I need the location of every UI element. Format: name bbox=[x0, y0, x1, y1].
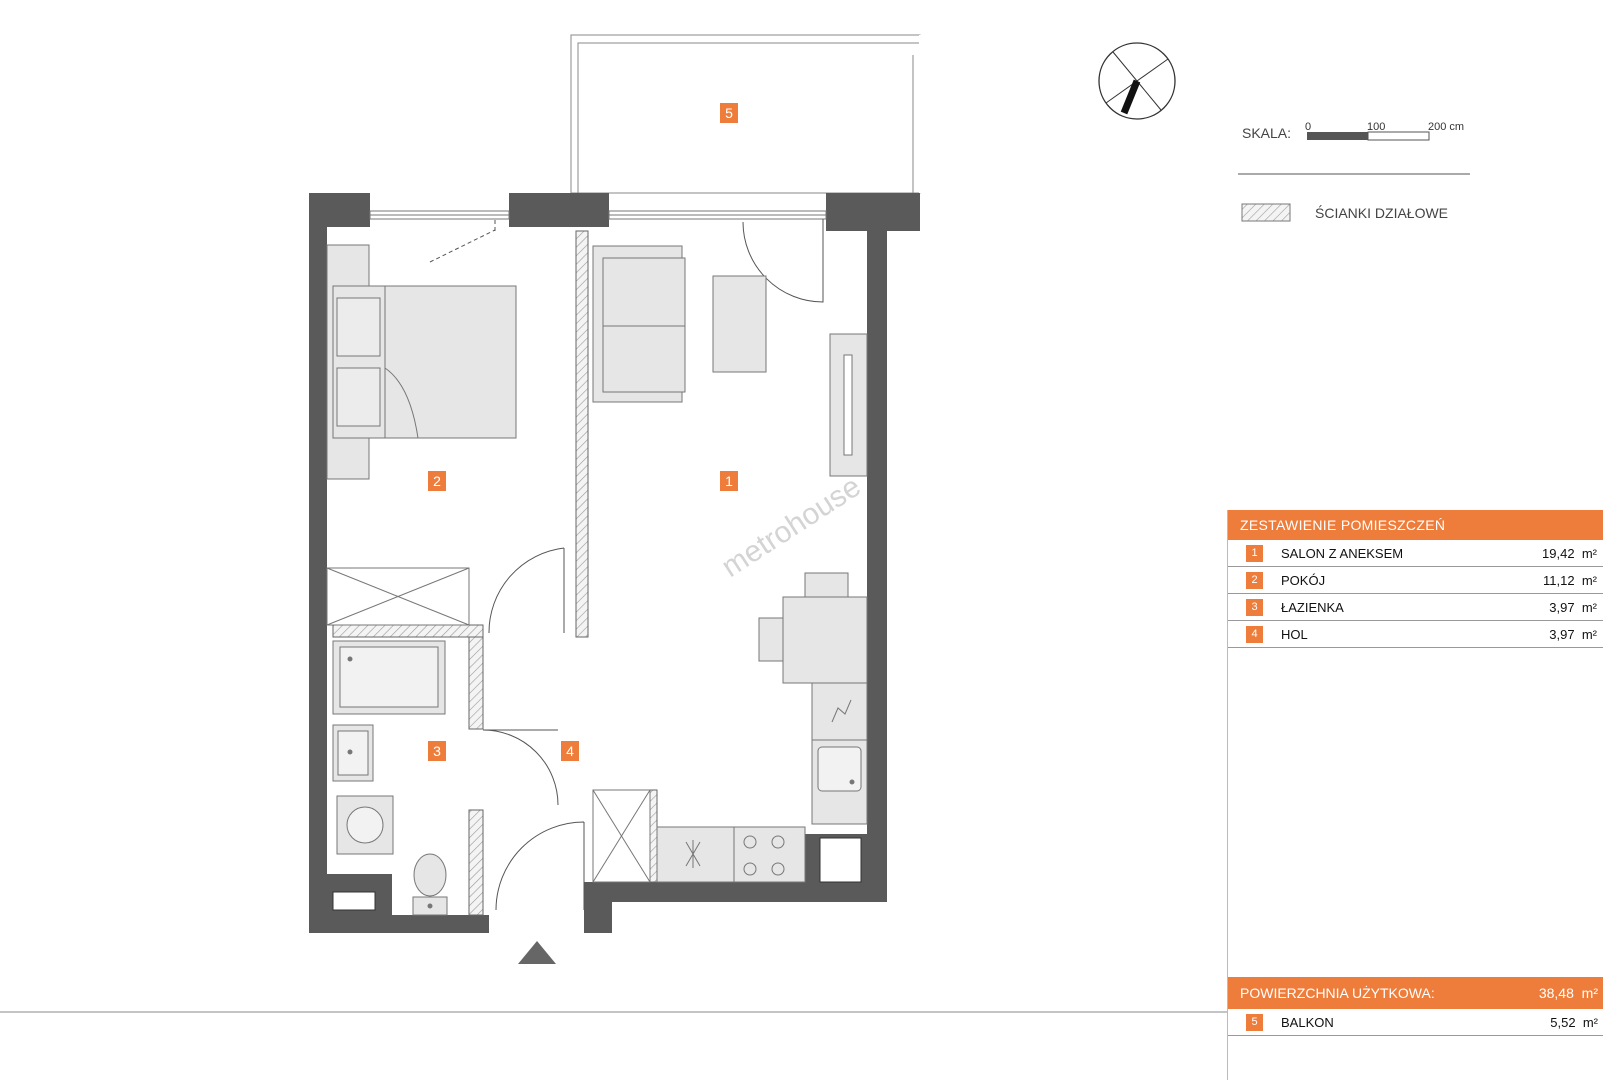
balcony bbox=[570, 34, 921, 194]
room-area: 3,97 m² bbox=[1549, 599, 1597, 615]
room-label-1: 1 bbox=[720, 471, 738, 491]
compass-icon bbox=[1098, 42, 1176, 120]
tv-unit bbox=[829, 333, 868, 477]
room-number-badge: 1 bbox=[1246, 544, 1263, 562]
svg-text:3: 3 bbox=[433, 743, 441, 759]
svg-text:4: 4 bbox=[566, 743, 574, 759]
rooms-summary-title: ZESTAWIENIE POMIESZCZEŃ bbox=[1228, 510, 1603, 540]
scale-bar: SKALA: 0 100 200 cm bbox=[1238, 121, 1470, 175]
svg-text:SKALA:: SKALA: bbox=[1242, 125, 1291, 141]
windows bbox=[369, 210, 827, 220]
watermark: metrohouse bbox=[716, 470, 867, 584]
wardrobe bbox=[326, 567, 470, 626]
svg-text:2: 2 bbox=[433, 473, 441, 489]
kitchen bbox=[592, 682, 868, 883]
room-number-badge: 5 bbox=[1246, 1013, 1263, 1031]
doors bbox=[429, 219, 824, 911]
sofa bbox=[592, 245, 686, 403]
dining-table bbox=[758, 572, 868, 684]
room-area: 5,52 m² bbox=[1550, 1014, 1598, 1030]
bed bbox=[326, 244, 517, 480]
coffee-table bbox=[712, 275, 767, 373]
room-label-5: 5 bbox=[720, 103, 738, 123]
usable-area-value: 38,48 m² bbox=[1538, 985, 1598, 1001]
svg-text:5: 5 bbox=[725, 105, 733, 121]
rooms-summary-panel: ZESTAWIENIE POMIESZCZEŃ 1 SALON Z ANEKSE… bbox=[1227, 510, 1603, 1080]
room-name: SALON Z ANEKSEM bbox=[1281, 545, 1404, 561]
room-name: BALKON bbox=[1281, 1014, 1334, 1030]
room-row: 2 POKÓJ 11,12 m² bbox=[1228, 567, 1603, 594]
svg-text:100: 100 bbox=[1367, 121, 1385, 133]
usable-area-label: POWIERZCHNIA UŻYTKOWA: bbox=[1240, 985, 1435, 1001]
room-row: 4 HOL 3,97 m² bbox=[1228, 621, 1603, 648]
room-label-4: 4 bbox=[561, 741, 579, 761]
entrance-arrow-icon bbox=[518, 941, 556, 964]
svg-text:ŚCIANKI DZIAŁOWE: ŚCIANKI DZIAŁOWE bbox=[1315, 204, 1448, 221]
svg-text:1: 1 bbox=[725, 473, 733, 489]
room-row: 3 ŁAZIENKA 3,97 m² bbox=[1228, 594, 1603, 621]
room-name: ŁAZIENKA bbox=[1281, 599, 1344, 615]
svg-text:200 cm: 200 cm bbox=[1428, 121, 1464, 133]
usable-area-total: POWIERZCHNIA UŻYTKOWA: 38,48 m² bbox=[1228, 977, 1603, 1009]
room-name: HOL bbox=[1281, 626, 1308, 642]
room-area: 3,97 m² bbox=[1549, 626, 1597, 642]
room-number-badge: 3 bbox=[1246, 598, 1263, 616]
legend-partition: ŚCIANKI DZIAŁOWE bbox=[1241, 203, 1448, 222]
room-area: 19,42 m² bbox=[1542, 545, 1597, 561]
room-row: 1 SALON Z ANEKSEM 19,42 m² bbox=[1228, 540, 1603, 567]
svg-text:0: 0 bbox=[1305, 121, 1311, 133]
room-name: POKÓJ bbox=[1281, 572, 1326, 588]
balcony-row: 5 BALKON 5,52 m² bbox=[1228, 1009, 1603, 1036]
room-label-2: 2 bbox=[428, 471, 446, 491]
bathroom-fixtures bbox=[332, 640, 448, 916]
room-number-badge: 2 bbox=[1246, 571, 1263, 589]
room-label-3: 3 bbox=[428, 741, 446, 761]
room-area: 11,12 m² bbox=[1543, 572, 1597, 588]
room-number-badge: 4 bbox=[1246, 625, 1263, 643]
